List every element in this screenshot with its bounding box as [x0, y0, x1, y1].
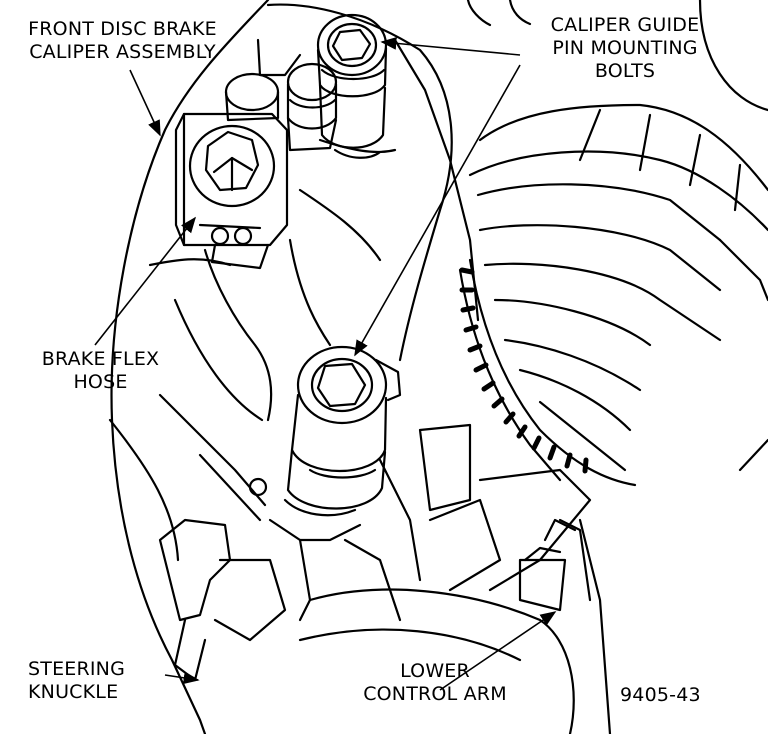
- caliper-body: [158, 3, 480, 622]
- leader-upper-guide-bolt: [380, 36, 521, 56]
- label-guide-pin-bolts: CALIPER GUIDE PIN MOUNTING BOLTS: [550, 14, 700, 82]
- lower-guide-pin-bolt: [248, 345, 402, 510]
- label-flex-hose: BRAKE FLEX HOSE: [41, 348, 160, 393]
- figure-number: 9405-43: [620, 684, 701, 706]
- leader-lower-guide-bolt: [354, 64, 521, 357]
- upper-guide-pin-bolt: [316, 13, 388, 159]
- brake-hose-fitting: [174, 112, 289, 270]
- leader-steering-knuckle: [164, 671, 200, 685]
- label-steering-knuckle: STEERING KNUCKLE: [28, 658, 126, 703]
- leader-caliper-assembly: [129, 69, 161, 137]
- leader-flex-hose: [94, 216, 196, 346]
- leader-lines: [94, 36, 557, 691]
- pin-sleeve: [224, 62, 338, 152]
- leader-lower-control-arm: [439, 611, 557, 691]
- tone-ring: [459, 267, 589, 474]
- lower-control-arm: [298, 0, 612, 734]
- label-lower-control-arm: LOWER CONTROL ARM: [363, 660, 507, 705]
- label-caliper-assembly: FRONT DISC BRAKE CALIPER ASSEMBLY: [28, 18, 217, 63]
- rotor-hub: [458, 0, 768, 487]
